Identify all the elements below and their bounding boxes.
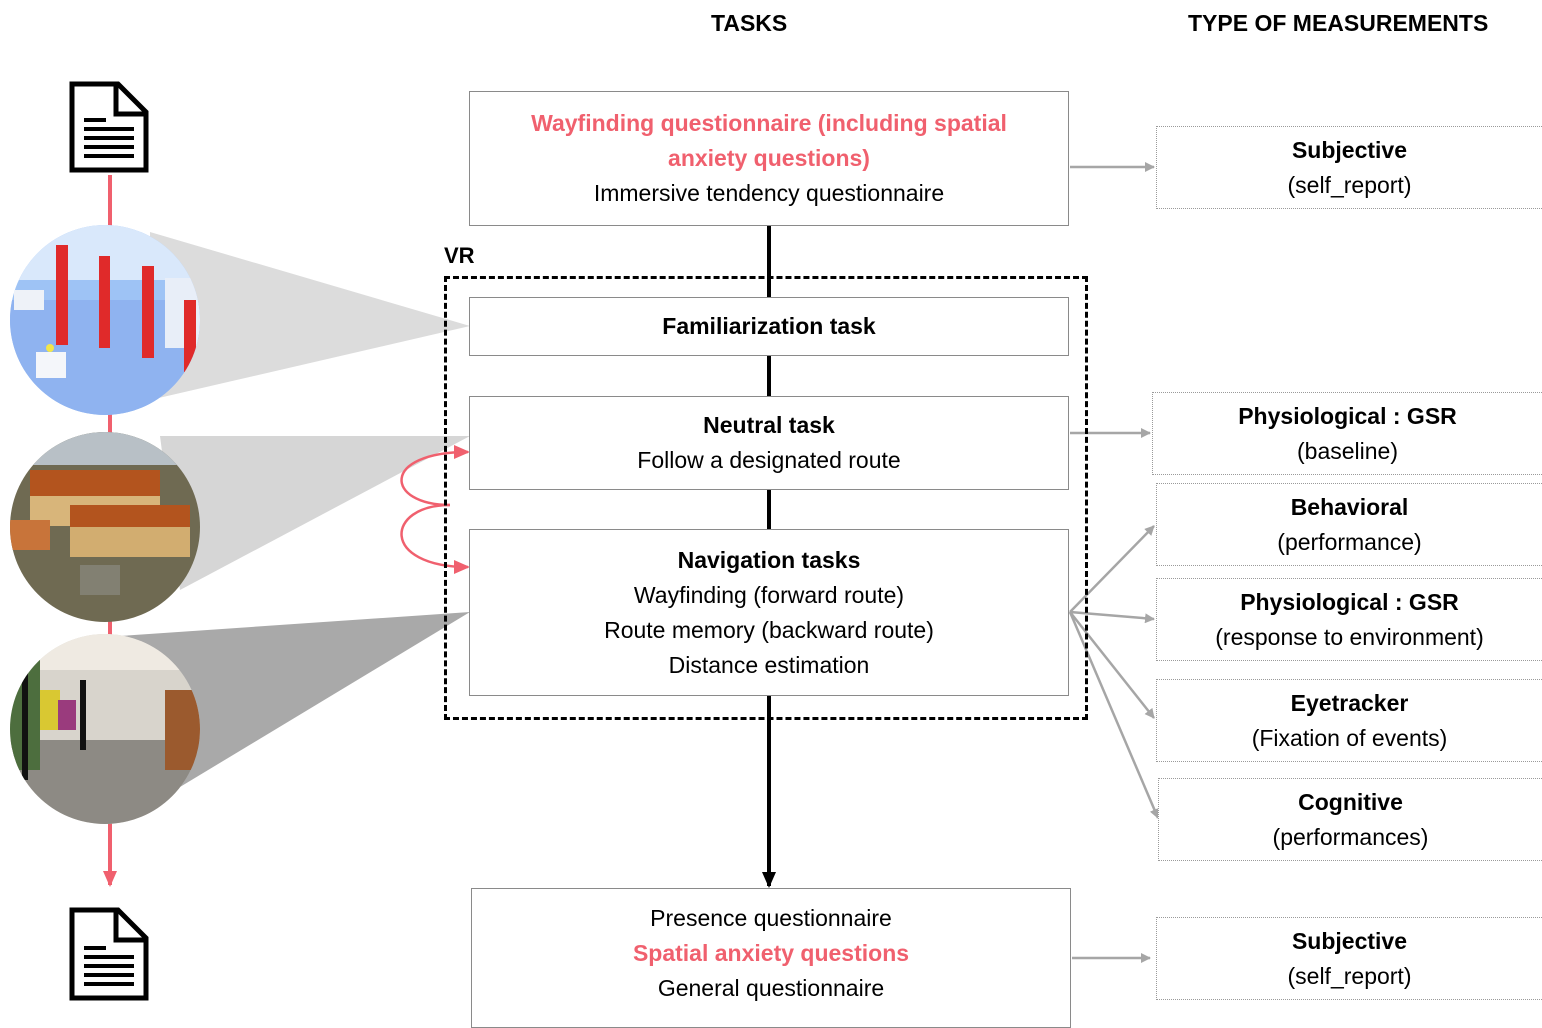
navigation-task-item: Wayfinding (forward route)	[633, 581, 905, 608]
tasks-header: TASKS	[711, 10, 788, 36]
familiarization-task-title: Familiarization task	[662, 313, 876, 339]
measurement-title: Cognitive	[1298, 788, 1403, 815]
measurement-subtitle: (performance)	[1277, 528, 1422, 555]
measurement-gsr-baseline: Physiological : GSR (baseline)	[1152, 392, 1542, 475]
pre-questionnaire-box: Wayfinding questionnaire (including spat…	[469, 91, 1069, 226]
vr-frame	[444, 276, 1088, 720]
measurement-subtitle: (self_report)	[1287, 171, 1412, 198]
neutral-task-box: Neutral task Follow a designated route	[469, 396, 1069, 490]
measurement-title: Behavioral	[1290, 493, 1409, 520]
measurement-subtitle: (baseline)	[1297, 437, 1398, 464]
arrow-to-behavioral	[1069, 525, 1155, 613]
familiarization-task-box: Familiarization task	[469, 297, 1069, 356]
loop-arrow-up	[400, 445, 470, 507]
document-icon-top	[69, 81, 149, 173]
measurement-subtitle: (response to environment)	[1215, 623, 1484, 650]
measurement-subjective-bottom: Subjective (self_report)	[1156, 917, 1542, 1000]
navigation-task-item: Route memory (backward route)	[604, 616, 934, 643]
navigation-tasks-title: Navigation tasks	[677, 546, 861, 573]
arrow-to-cognitive	[1068, 611, 1160, 819]
projection-wedge-1	[150, 232, 470, 400]
arrow-to-gsr-environment	[1069, 610, 1155, 624]
measurement-behavioral: Behavioral (performance)	[1156, 483, 1542, 566]
projection-wedge-2	[160, 436, 470, 590]
measurement-eyetracker: Eyetracker (Fixation of events)	[1156, 679, 1542, 762]
post-questionnaire-box: Presence questionnaire Spatial anxiety q…	[471, 888, 1071, 1028]
document-icon-bottom	[69, 907, 149, 1001]
measurement-subtitle: (Fixation of events)	[1251, 724, 1448, 751]
vr-scene-town-thumbnail	[10, 432, 200, 622]
measurement-title: Eyetracker	[1290, 689, 1409, 716]
measurements-header: TYPE OF MEASUREMENTS	[1188, 10, 1489, 36]
measurement-title: Subjective	[1291, 927, 1408, 954]
pre-questionnaire-line-3: Immersive tendency questionnaire	[593, 180, 945, 206]
neutral-task-line: Follow a designated route	[637, 447, 901, 473]
measurement-subjective-top: Subjective (self_report)	[1156, 126, 1542, 209]
measurement-subtitle: (performances)	[1272, 823, 1429, 850]
neutral-task-title: Neutral task	[703, 412, 835, 438]
arrow-to-eyetracker	[1069, 611, 1155, 719]
measurement-title: Physiological : GSR	[1240, 588, 1459, 615]
post-questionnaire-line-3: General questionnaire	[657, 975, 885, 1001]
measurement-title: Subjective	[1291, 136, 1408, 163]
post-questionnaire-accent-line: Spatial anxiety questions	[632, 940, 910, 966]
measurement-cognitive: Cognitive (performances)	[1158, 778, 1542, 861]
pre-questionnaire-accent-line-2: anxiety questions)	[668, 145, 870, 171]
post-questionnaire-line-1: Presence questionnaire	[650, 905, 892, 931]
vr-label: VR	[444, 243, 475, 268]
loop-arrow-down	[400, 503, 470, 574]
pre-questionnaire-accent-line-1: Wayfinding questionnaire (including spat…	[531, 110, 1007, 136]
navigation-tasks-box: Navigation tasks Wayfinding (forward rou…	[469, 529, 1069, 696]
projection-wedge-3	[120, 612, 470, 790]
measurement-subtitle: (self_report)	[1287, 962, 1412, 989]
measurement-title: Physiological : GSR	[1238, 402, 1457, 429]
navigation-task-item: Distance estimation	[668, 651, 870, 678]
measurement-gsr-environment: Physiological : GSR (response to environ…	[1156, 578, 1542, 661]
